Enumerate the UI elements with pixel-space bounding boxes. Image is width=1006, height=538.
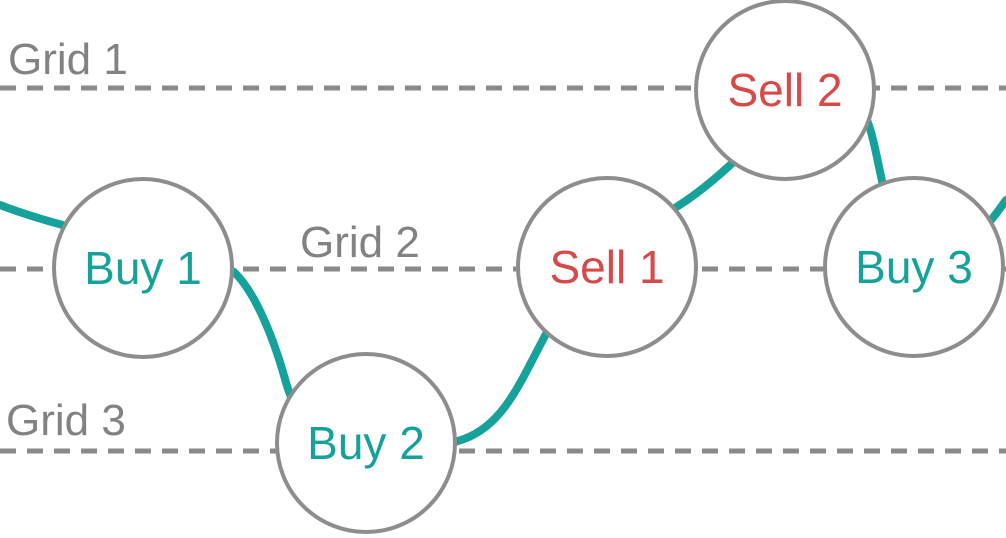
node-buy-2: Buy 2 [275,352,457,534]
grid-line-2-label: Grid 2 [300,218,420,267]
node-sell-2: Sell 2 [694,0,876,181]
node-sell-1-label: Sell 1 [549,241,664,293]
node-buy-3-label: Buy 3 [855,241,973,293]
node-buy-3-circle [823,176,1005,358]
node-sell-2-circle [694,0,876,181]
node-buy-2-circle [275,352,457,534]
node-sell-1: Sell 1 [516,176,698,358]
node-buy-2-label: Buy 2 [307,417,425,469]
grid-line-3-label: Grid 3 [6,396,126,445]
node-sell-1-circle [516,176,698,358]
node-sell-2-label: Sell 2 [727,64,842,116]
node-buy-3: Buy 3 [823,176,1005,358]
grid-line-1-label: Grid 1 [8,35,128,84]
node-buy-1-circle [52,177,234,359]
node-buy-1-label: Buy 1 [84,242,202,294]
node-buy-1: Buy 1 [52,177,234,359]
